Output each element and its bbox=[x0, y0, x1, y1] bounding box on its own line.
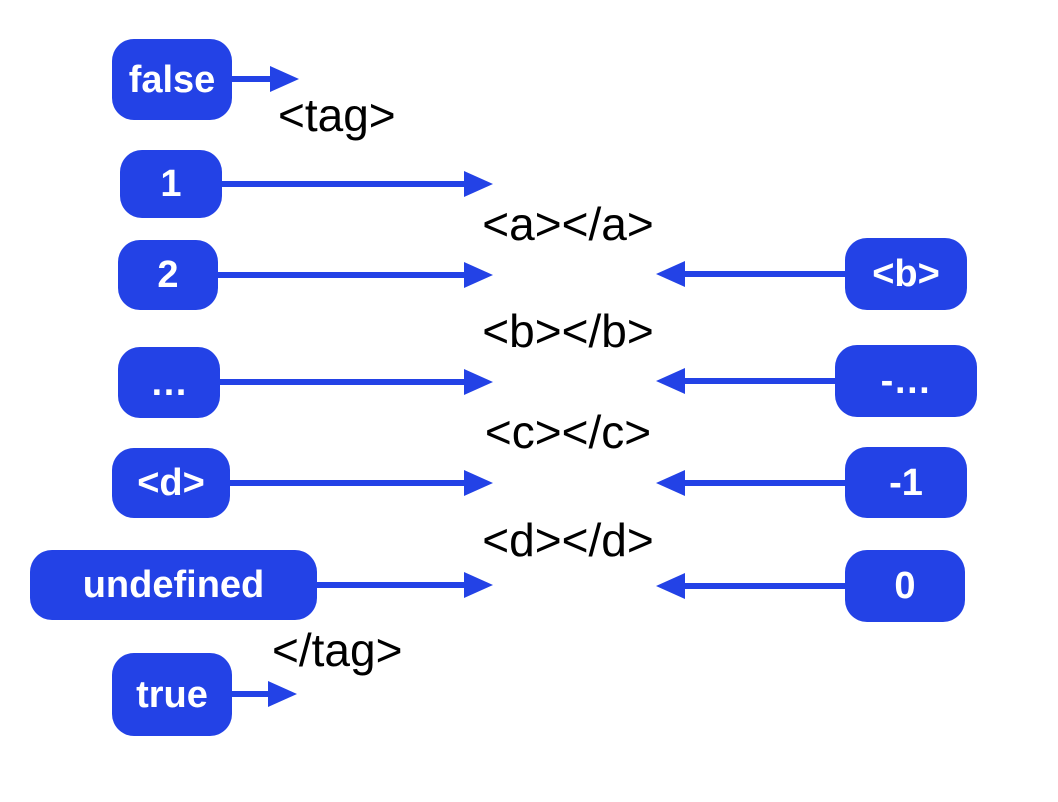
marker-label: true bbox=[136, 673, 208, 716]
code-line-d: <d></d> bbox=[482, 514, 654, 566]
arrow-from-neg-1 bbox=[656, 470, 845, 496]
arrow-from-false bbox=[230, 66, 299, 92]
marker-ellipsis: … bbox=[118, 347, 220, 418]
arrow-from-1 bbox=[221, 171, 493, 197]
arrow-from-2 bbox=[217, 262, 493, 288]
marker-true: true bbox=[112, 653, 232, 736]
code-line-a: <a></a> bbox=[482, 198, 654, 250]
code-line-tag-open: <tag> bbox=[278, 89, 396, 141]
arrow-from-true bbox=[230, 681, 297, 707]
arrow-from-undefined bbox=[316, 572, 493, 598]
marker-label: 2 bbox=[157, 254, 179, 296]
marker-label: <b> bbox=[872, 253, 940, 295]
marker-label: undefined bbox=[82, 564, 265, 606]
arrow-from-0 bbox=[656, 573, 845, 599]
arrow-from-open-d bbox=[229, 470, 493, 496]
marker-label: false bbox=[128, 58, 216, 101]
marker-1: 1 bbox=[120, 150, 222, 218]
arrow-from-open-b bbox=[656, 261, 845, 287]
marker-2: 2 bbox=[118, 240, 218, 310]
marker-false: false bbox=[112, 39, 232, 120]
marker-undefined: undefined bbox=[30, 550, 317, 620]
marker-label: 0 bbox=[894, 565, 916, 607]
marker-neg-1: -1 bbox=[845, 447, 967, 518]
marker-label: -… bbox=[880, 360, 932, 402]
marker-0: 0 bbox=[845, 550, 965, 622]
code-line-b: <b></b> bbox=[482, 305, 654, 357]
arrow-from-ellipsis bbox=[219, 369, 493, 395]
code-line-c: <c></c> bbox=[484, 406, 652, 458]
marker-label: -1 bbox=[889, 461, 923, 504]
marker-open-d: <d> bbox=[112, 448, 230, 518]
code-line-tag-close: </tag> bbox=[272, 624, 403, 676]
marker-label: 1 bbox=[160, 163, 182, 205]
marker-neg-ellipsis: -… bbox=[835, 345, 977, 417]
marker-open-b: <b> bbox=[845, 238, 967, 310]
arrow-from-neg-ellipsis bbox=[656, 368, 835, 394]
marker-label: <d> bbox=[137, 462, 205, 504]
marker-label: … bbox=[150, 361, 188, 404]
